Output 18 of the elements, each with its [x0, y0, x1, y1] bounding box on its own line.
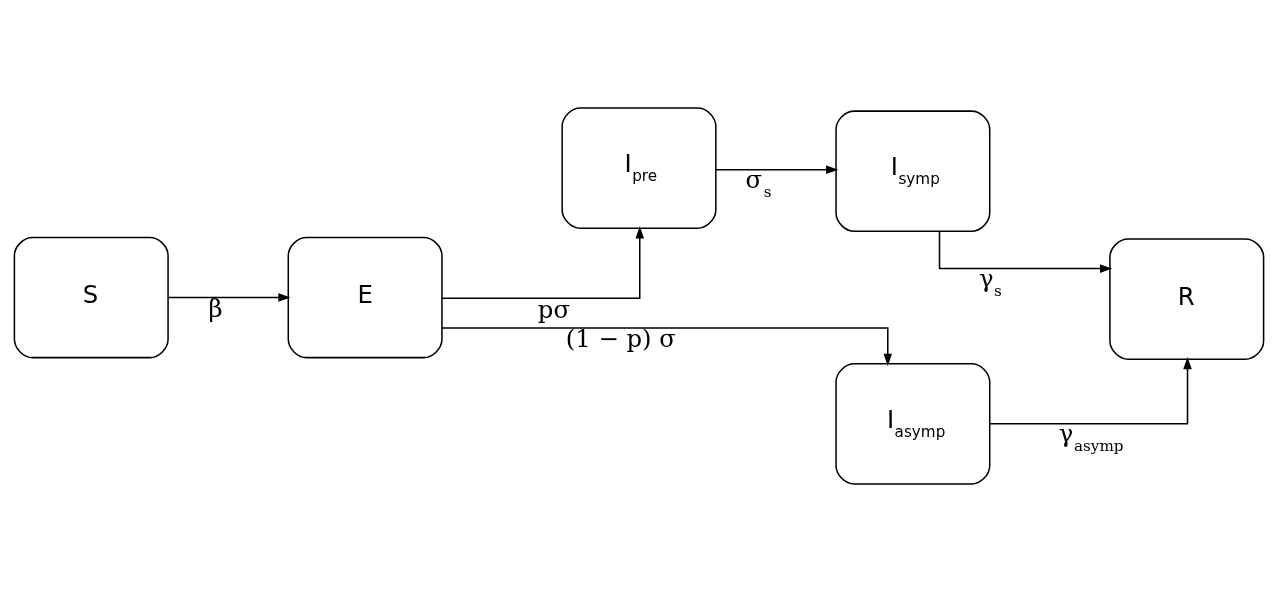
arrow: [441, 225, 645, 299]
node-box: S: [13, 236, 169, 358]
edge-label: γ$_{asymp}$: [1058, 418, 1124, 455]
node-box: E: [287, 236, 443, 358]
node-box: I$_{pre}$: [561, 106, 717, 229]
arrow: [715, 164, 839, 174]
node-box: R: [1109, 237, 1265, 360]
edge-label: pσ: [537, 294, 571, 324]
arrow: [938, 230, 1113, 273]
arrow: [167, 292, 291, 302]
arrow: [989, 356, 1192, 425]
arrow: [441, 326, 893, 366]
edge-label: γ$_{s}$: [978, 263, 1002, 300]
node-box: I$_{asymp}$: [835, 362, 991, 485]
edge-label: (1 − p) σ: [565, 323, 676, 353]
edge-label: σ$_{s}$: [745, 164, 772, 201]
node-box: I$_{symp}$: [835, 109, 991, 232]
edge-label: β: [208, 293, 223, 323]
